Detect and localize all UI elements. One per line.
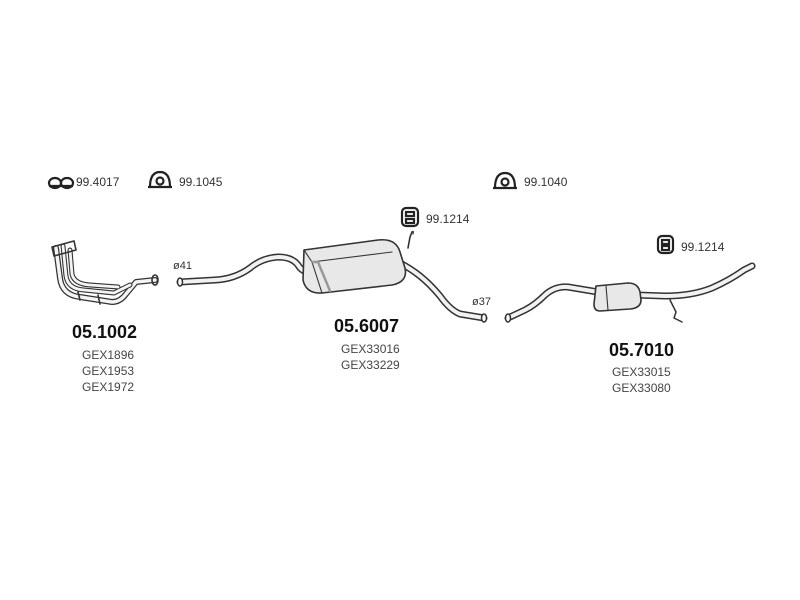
rear-silencer-drawing [504,262,756,323]
middle-part-number: 05.6007 [334,316,400,336]
clamp-label-1040: 99.1040 [524,175,568,189]
front-ref: GEX1896 [82,348,135,362]
clamp-label-1045: 99.1045 [179,175,223,189]
rear-part-number: 05.7010 [609,340,675,360]
mount-label-1214-a: 99.1214 [426,212,470,226]
diameter-label-37: ø37 [472,296,491,308]
rear-part-refs: GEX33015 GEX33080 [612,364,671,396]
diameter-label-41: ø41 [173,260,192,272]
middle-pipe-drawing [176,230,488,323]
rubber-mount-icon [656,234,675,255]
front-ref: GEX1972 [82,380,135,394]
double-clamp-icon [47,176,75,190]
middle-ref: GEX33016 [341,342,400,356]
front-part-number: 05.1002 [72,322,138,342]
u-clamp-icon [148,170,172,189]
front-pipe-drawing [51,240,159,305]
middle-part-refs: GEX33016 GEX33229 [341,341,400,373]
clamp-label-4017: 99.4017 [76,175,120,189]
rear-ref: GEX33015 [612,365,671,379]
front-part-refs: GEX1896 GEX1953 GEX1972 [82,347,134,395]
mount-label-1214-b: 99.1214 [681,240,725,254]
front-ref: GEX1953 [82,364,135,378]
middle-ref: GEX33229 [341,358,400,372]
rear-ref: GEX33080 [612,381,671,395]
rubber-mount-icon [400,206,420,228]
u-clamp-icon [493,171,517,190]
